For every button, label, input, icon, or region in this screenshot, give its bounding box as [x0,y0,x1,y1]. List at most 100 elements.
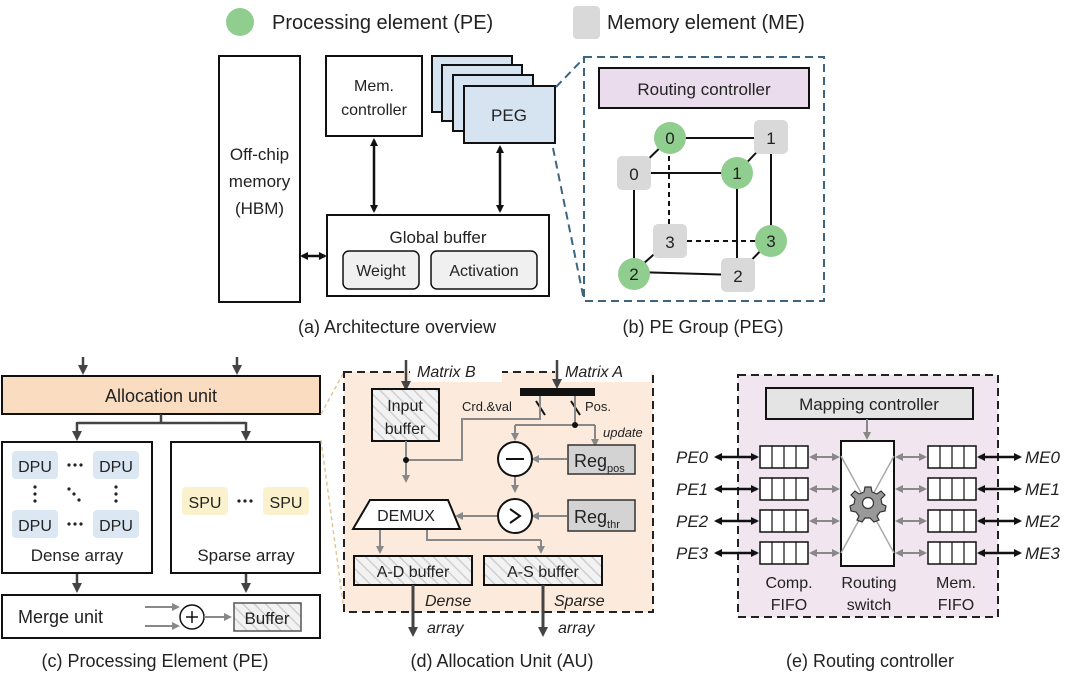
pos-label: Pos. [585,399,611,414]
me-node-2 [721,258,755,292]
demux-block [351,499,462,530]
me-legend-swatch [573,6,600,39]
dense-array-label: Dense array [31,546,124,565]
ellipsis-dots [33,463,118,526]
offchip-line3: (HBM) [235,199,284,218]
legend: Processing element (PE) Memory element (… [226,6,805,39]
comp-fifo-line1: Comp. [765,575,812,592]
allocation-unit-box [1,375,321,415]
spu-label: SPU [189,495,222,512]
reg-thr-label: Regthr [574,507,620,531]
pe-legend-swatch [226,8,254,36]
pe-node-3 [755,225,787,257]
comp-fifo [759,509,809,533]
mem-fifo [927,445,977,469]
pe-node-0-label: 0 [665,129,674,148]
activation-box [430,250,538,290]
dpu-cell [93,510,139,538]
matrix-a-label: Matrix A [565,364,623,381]
global-buffer-label: Global buffer [389,228,486,247]
mapping-controller-box [765,387,974,420]
panel-processing-element: Allocation unit DPU DPU DPU DPU Dense ar… [1,357,321,671]
reg-pos-label: Regpos [574,451,625,475]
input-buffer-line1: Input [387,398,423,415]
activation-label: Activation [449,263,518,280]
sparse-out-line2: array [558,620,595,637]
spu-label: SPU [270,495,303,512]
gear-icon [849,486,887,523]
mapping-controller-label: Mapping controller [799,395,939,414]
cube-hidden-edges [668,138,771,242]
peg-zoom-frame [583,56,825,302]
mem-fifo-line2: FIFO [938,597,974,614]
weight-box [342,250,420,290]
dpu-label: DPU [99,518,133,535]
pe-node-2 [618,258,650,290]
mem-controller-line2: controller [341,102,407,119]
merge-unit-label: Merge unit [18,607,103,627]
dpu-cell [12,510,58,538]
peg-box [463,85,556,144]
pe-node-3-label: 3 [766,232,775,251]
dpu-cell [93,451,139,479]
me-port-label: ME1 [1025,480,1060,499]
routing-switch-line2: switch [847,597,891,614]
reg-thr-box [567,499,636,532]
dpu-cell [12,451,58,479]
sparse-out-line1: Sparse [554,593,605,610]
sparse-array-label: Sparse array [197,546,295,565]
dpu-label: DPU [18,459,52,476]
me-node-3-label: 3 [665,233,674,252]
as-buffer-label: A-S buffer [507,564,579,581]
spu-cell [263,487,309,515]
routing-switch-line1: Routing [841,575,896,592]
pe-port-label: PE2 [676,512,709,531]
pe-node-0 [654,122,686,154]
mem-controller-box [325,55,423,137]
pe-port-label: PE0 [676,448,709,467]
ad-buffer-label: A-D buffer [377,564,450,581]
merge-buffer-label: Buffer [244,609,289,628]
comp-fifo [759,445,809,469]
matrix-a-bus [520,388,595,396]
merge-buffer-box [233,602,302,632]
caption-b: (b) PE Group (PEG) [622,317,783,337]
routing-controller-box [598,67,810,109]
allocation-unit-label: Allocation unit [105,386,217,406]
me-node-3 [653,224,687,258]
pe-node-1 [721,157,753,189]
input-buffer-line2: buffer [385,421,426,438]
input-buffer-box [371,388,440,442]
me-node-0 [617,156,651,190]
mem-controller-line1: Mem. [354,78,394,95]
caption-c: (c) Processing Element (PE) [41,651,268,671]
compare-icon [497,498,533,534]
me-port-label: ME3 [1025,544,1061,563]
pe-port-label: PE3 [676,544,709,563]
me-node-0-label: 0 [629,165,638,184]
panel-architecture-overview: Off-chip memory (HBM) Mem. controller PE… [218,55,556,337]
routing-controller-label: Routing controller [637,80,771,99]
update-label: update [603,425,643,440]
pe-legend-label: Processing element (PE) [272,12,493,34]
mem-fifo [927,541,977,565]
pe-port-label: PE1 [676,480,708,499]
dense-out-line2: array [427,620,464,637]
crd-val-label: Crd.&val [462,399,512,414]
dpu-label: DPU [99,459,133,476]
offchip-line2: memory [229,172,291,191]
me-port-label: ME0 [1025,448,1061,467]
peg-label: PEG [491,106,527,125]
caption-d: (d) Allocation Unit (AU) [410,651,593,671]
comp-fifo [759,541,809,565]
pe-node-1-label: 1 [732,164,741,183]
offchip-line1: Off-chip [230,145,289,164]
pe-node-2-label: 2 [629,265,638,284]
comp-fifo-line2: FIFO [771,597,807,614]
demux-label: DEMUX [377,508,435,525]
dense-out-line1: Dense [425,593,471,610]
spu-cell [182,487,228,515]
mem-fifo [927,477,977,501]
